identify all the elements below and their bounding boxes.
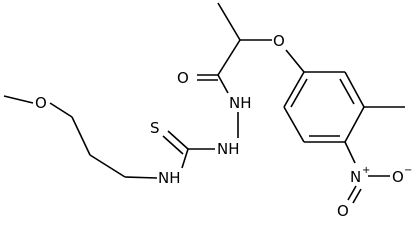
bond-ch2-nh <box>124 176 158 179</box>
atom-o-ether-chain: O <box>35 94 47 112</box>
ring-bond-2 <box>344 71 365 108</box>
bond-lines <box>3 2 405 204</box>
atom-nh-amine: NH <box>158 169 181 187</box>
bond-ring-n-nitro <box>344 141 356 164</box>
atom-labels: O O O NH NH S NH N + O − O <box>35 32 412 219</box>
atom-s-thiocarbonyl: S <box>150 119 160 137</box>
bond-n-o-bottom-a <box>347 185 357 201</box>
bond-o-aryl-ring <box>285 49 305 73</box>
bond-c-s-double-a <box>167 130 189 150</box>
bond-nh-c-thio <box>181 148 189 169</box>
charge-n-nitro-plus: + <box>362 165 370 176</box>
ring-bond-5 <box>283 106 305 143</box>
atom-o-aryl-ether: O <box>273 32 285 50</box>
atom-nh-hydrazide-upper: NH <box>229 94 252 112</box>
bond-ch-ch3 <box>217 2 241 41</box>
bond-n-o-bottom-b <box>352 188 362 204</box>
atom-o-nitro-right: O <box>392 168 404 186</box>
bond-ch2-ch2-a <box>71 116 91 156</box>
ring-bond-3 <box>344 106 365 143</box>
bond-o-ether-ch2 <box>49 102 73 118</box>
bond-nh-c-carbonyl <box>217 74 229 94</box>
bond-ch2-ch2-b <box>89 154 126 178</box>
charge-o-nitro-minus: − <box>404 165 412 176</box>
bond-ch3-o-ether <box>3 95 34 104</box>
atom-nh-hydrazide-lower: NH <box>217 140 240 158</box>
ring-double-3 <box>290 78 308 108</box>
ring-bond-6 <box>283 71 305 108</box>
atom-o-nitro-bottom: O <box>337 202 349 219</box>
ring-double-1 <box>339 78 355 105</box>
atom-n-nitro: N <box>350 168 361 186</box>
chemical-structure-diagram: O O O NH NH S NH N + O − O <box>3 2 412 219</box>
bond-c-s-double-b <box>162 135 184 155</box>
atom-o-carbonyl: O <box>177 69 189 87</box>
bond-c-carbonyl-ch <box>217 39 241 76</box>
